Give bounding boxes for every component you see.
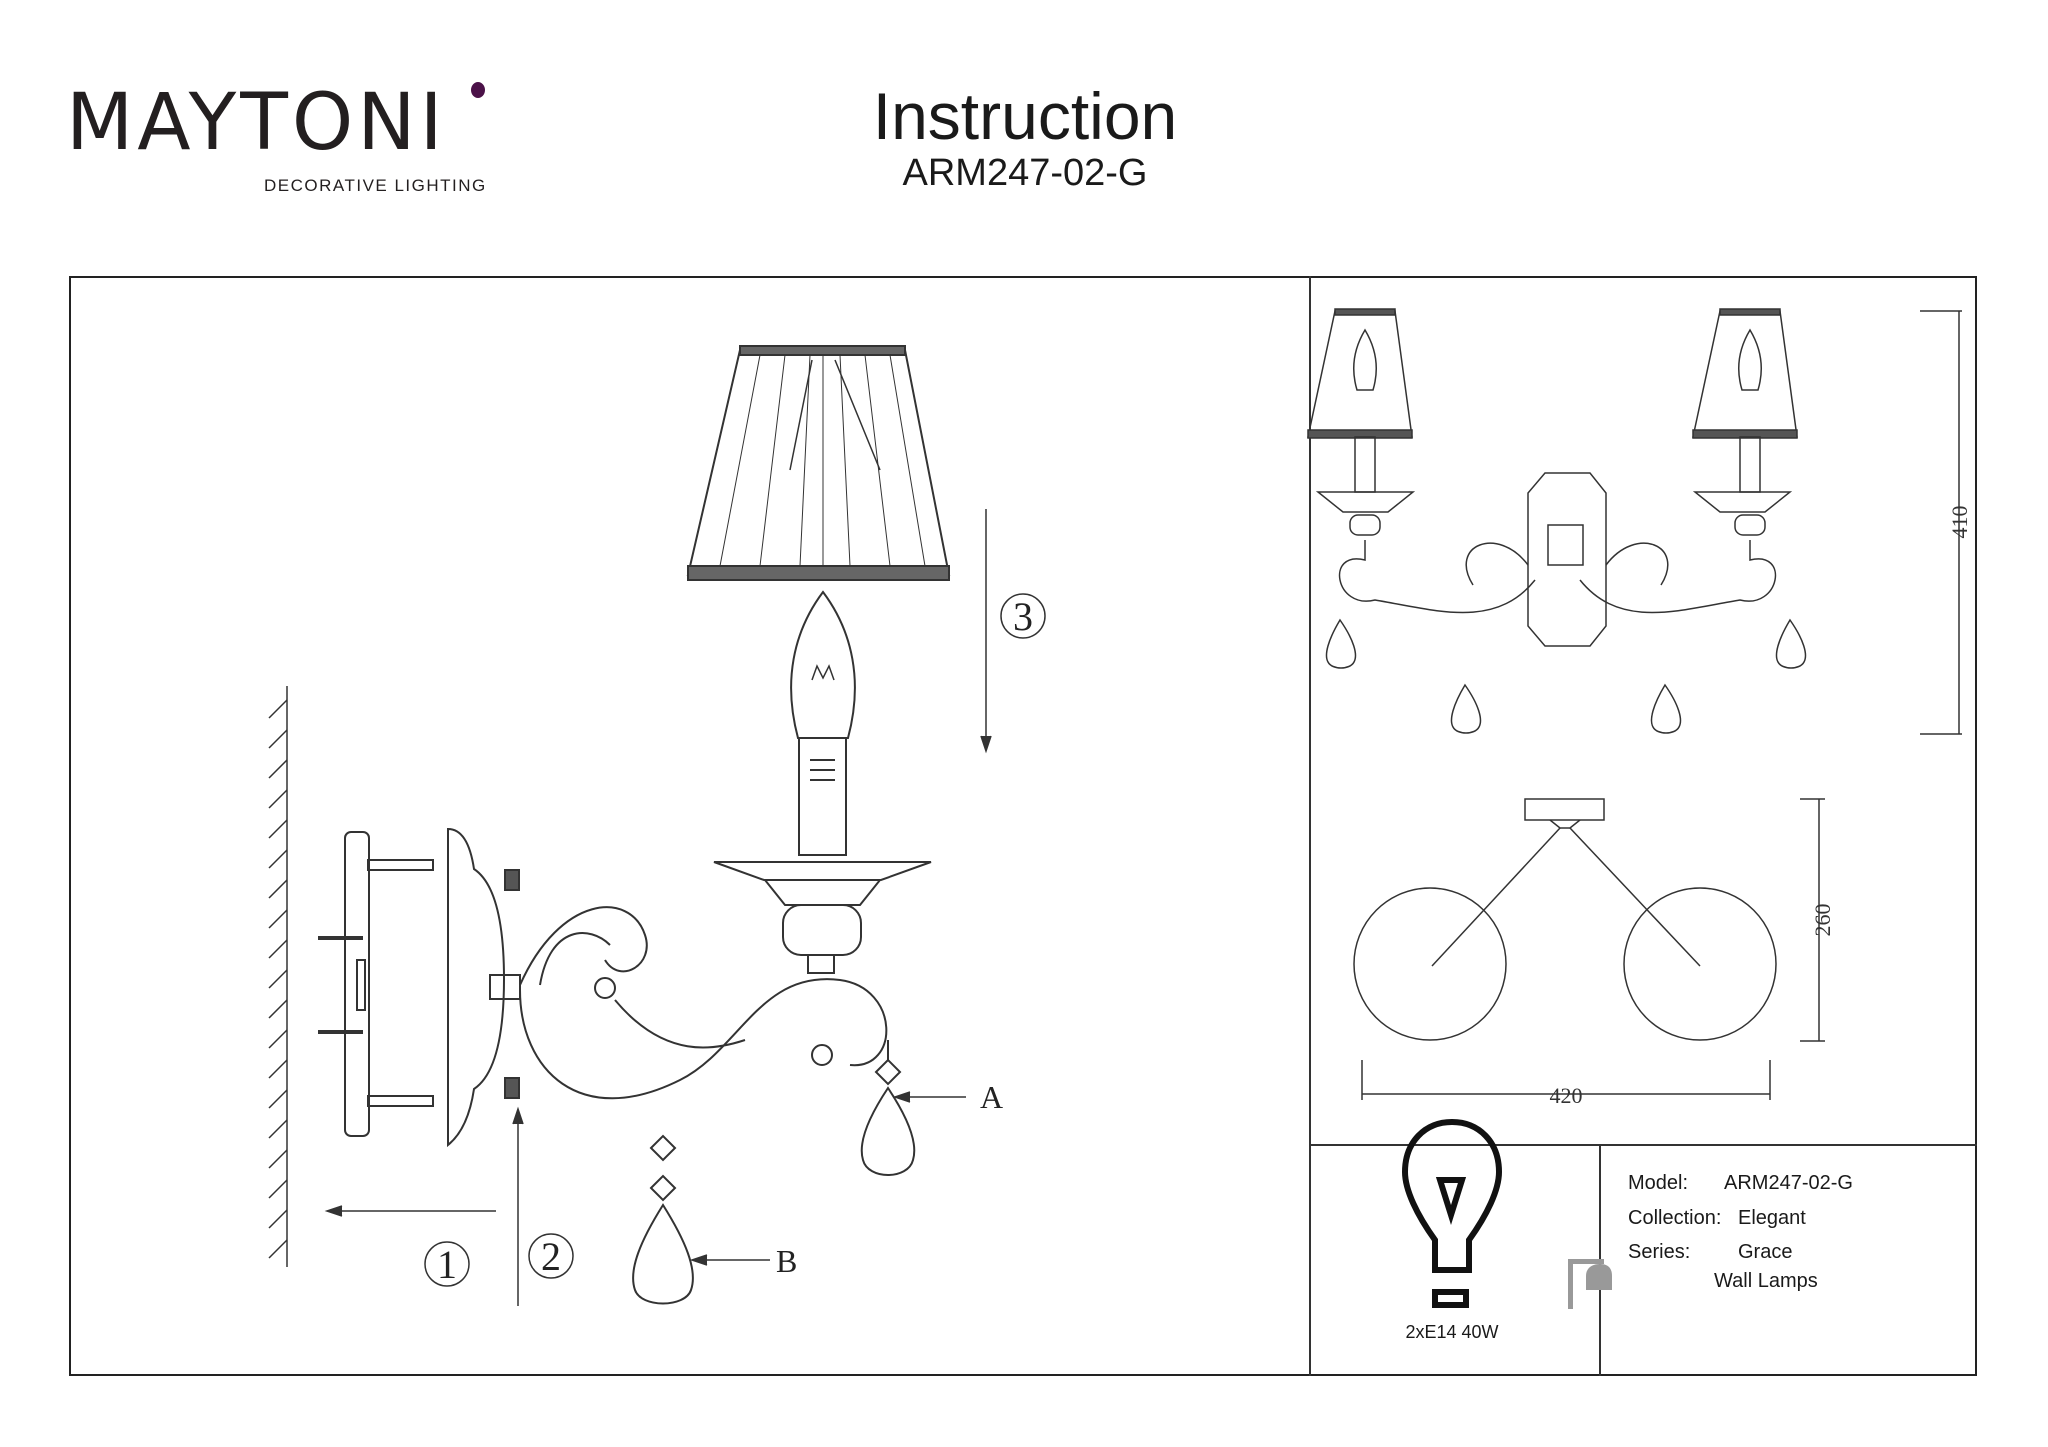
step-3-label: 3 [1013, 594, 1033, 639]
model-subtitle: ARM247-02-G [902, 152, 1148, 194]
collection-label: Collection: [1628, 1207, 1722, 1229]
step-2-label: 2 [541, 1234, 561, 1279]
crystal-pendant-b [632, 1134, 694, 1305]
brand-tagline: DECORATIVE LIGHTING [264, 176, 487, 195]
depth-dimension: 260 [1810, 904, 1835, 937]
candle-socket [798, 737, 847, 856]
model-value: ARM247-02-G [1724, 1172, 1853, 1194]
brand-name: MAYTONI [66, 78, 447, 168]
crystal-pendant-a [860, 1040, 916, 1176]
bobeche [713, 861, 932, 956]
height-dimension: 410 [1947, 506, 1972, 539]
part-b-label: B [776, 1243, 797, 1279]
top-view [1353, 798, 1825, 1100]
instruction-frame [69, 276, 1977, 1376]
wall-hatch [268, 686, 288, 1267]
series-label: Series: [1628, 1241, 1691, 1263]
model-label: Model: [1628, 1172, 1689, 1194]
page-title: Instruction [872, 79, 1178, 153]
scroll-arm [519, 906, 888, 1100]
wall-lamp-exploded-view [268, 345, 1046, 1306]
lamp-type: Wall Lamps [1714, 1270, 1818, 1292]
collection-value: Elegant [1738, 1207, 1806, 1229]
mounting-plate [318, 831, 434, 1137]
assembly-arrows [324, 509, 1046, 1306]
logo-dot [471, 82, 485, 98]
bulb-spec: 2xE14 40W [1405, 1322, 1499, 1342]
step-1-label: 1 [437, 1242, 457, 1287]
lampshade [686, 345, 951, 581]
maytoni-logo: MAYTONI DECORATIVE LIGHTING [66, 78, 486, 195]
bulb-icon [1401, 1118, 1503, 1308]
part-a-label: A [980, 1079, 1003, 1115]
canopy [447, 827, 521, 1148]
candle-bulb [790, 590, 856, 739]
series-value: Grace [1738, 1241, 1793, 1263]
front-view [1307, 308, 1962, 735]
width-dimension: 420 [1550, 1083, 1583, 1108]
wall-lamp-icon [1568, 1259, 1612, 1309]
